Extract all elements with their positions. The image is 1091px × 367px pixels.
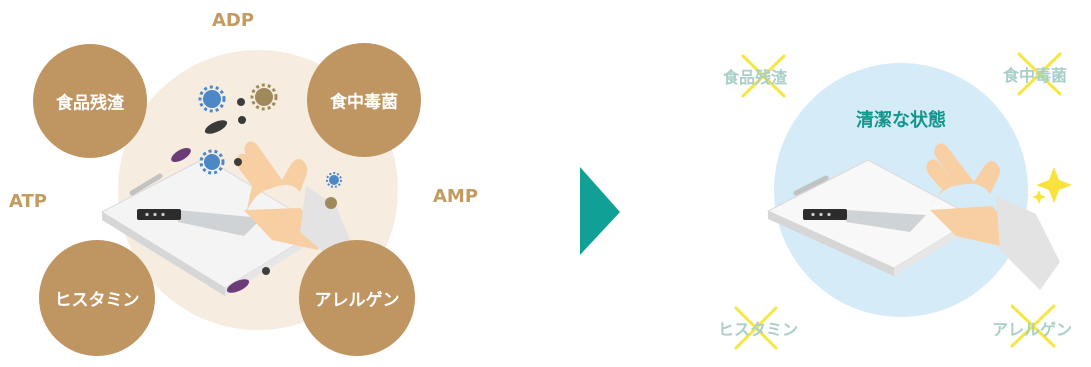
sparkle-icon [1032,167,1072,204]
removed-food-poisoning-bacteria: 食中毒菌 [1003,66,1068,85]
hand-clean-icon [926,143,1060,290]
circle-allergen [299,240,415,356]
bacteria-icons [171,83,342,293]
circle-food-residue [33,44,147,158]
circle-label-histamine: ヒスタミン [54,290,140,311]
knife [129,173,262,236]
circle-food-poisoning-bacteria [307,43,421,157]
removed-cross-icons [734,52,1062,350]
removed-histamine: ヒスタミン [718,320,799,339]
clean-state-title: 清潔な状態 [856,110,946,131]
label-adp: ADP [212,10,255,31]
circle-label-allergen: アレルゲン [314,290,400,311]
label-atp: ATP [9,191,48,212]
knife-clean [793,175,926,232]
removed-food-residue: 食品残渣 [723,68,788,87]
circle-histamine [39,240,155,356]
arrow-right-icon [580,167,620,255]
hand-icon [236,141,350,258]
circle-label-food-residue: 食品残渣 [56,93,124,114]
circle-label-food-poisoning-bacteria: 食中毒菌 [330,92,398,113]
removed-allergen: アレルゲン [992,320,1073,339]
label-amp: AMP [433,186,479,207]
